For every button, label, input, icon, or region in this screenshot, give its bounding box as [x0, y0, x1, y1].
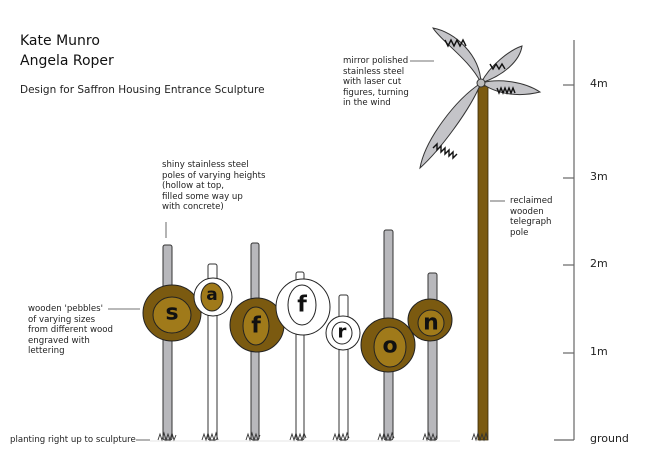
height-scale	[554, 40, 575, 441]
steel-pole-1	[162, 244, 173, 441]
pebble-letter: s	[165, 301, 178, 326]
pebble-s: s	[142, 284, 202, 342]
scale-label-2m: 2m	[590, 257, 608, 270]
windmill-hub	[476, 78, 486, 88]
petal-lower-left	[419, 81, 483, 170]
pebble-r: r	[325, 315, 361, 351]
leader-lines	[108, 60, 505, 442]
wind-sculpture	[419, 27, 542, 170]
pebble-letter: r	[338, 322, 347, 343]
pebble-letter: n	[423, 311, 439, 336]
telegraph-pole	[477, 85, 489, 441]
design-title: Design for Saffron Housing Entrance Scul…	[20, 84, 265, 96]
annotation-pebbles: wooden 'pebbles' of varying sizes from d…	[28, 304, 113, 357]
pebble-o: o	[360, 317, 416, 373]
annotation-planting: planting right up to sculpture	[10, 435, 136, 445]
author-name: Angela Roper	[20, 53, 114, 69]
scale-label-ground: ground	[590, 432, 629, 445]
pebble-f-2: f	[275, 278, 331, 336]
author-name: Kate Munro	[20, 33, 100, 49]
annotation-telegraph-pole: reclaimed wooden telegraph pole	[510, 196, 553, 238]
pebble-letter: o	[382, 334, 397, 359]
annotation-wind-figures: mirror polished stainless steel with las…	[343, 56, 409, 109]
pebble-a: a	[193, 277, 233, 317]
pebble-letter: f	[297, 293, 307, 318]
pebble-f-1: f	[229, 297, 285, 353]
pebble-n: n	[407, 298, 453, 342]
pebble-letter: f	[251, 314, 261, 339]
grass-tufts	[157, 431, 489, 442]
steel-pole-7	[427, 272, 438, 441]
petal-right	[479, 80, 542, 96]
laser-cut-figures	[432, 38, 516, 160]
pebble-letter: a	[206, 285, 217, 305]
annotation-steel-poles: shiny stainless steel poles of varying h…	[162, 160, 266, 213]
pebbles: s a f f r	[142, 277, 453, 373]
petal-upper-left	[432, 27, 482, 84]
scale-label-1m: 1m	[590, 345, 608, 358]
scale-label-3m: 3m	[590, 170, 608, 183]
scale-label-4m: 4m	[590, 77, 608, 90]
